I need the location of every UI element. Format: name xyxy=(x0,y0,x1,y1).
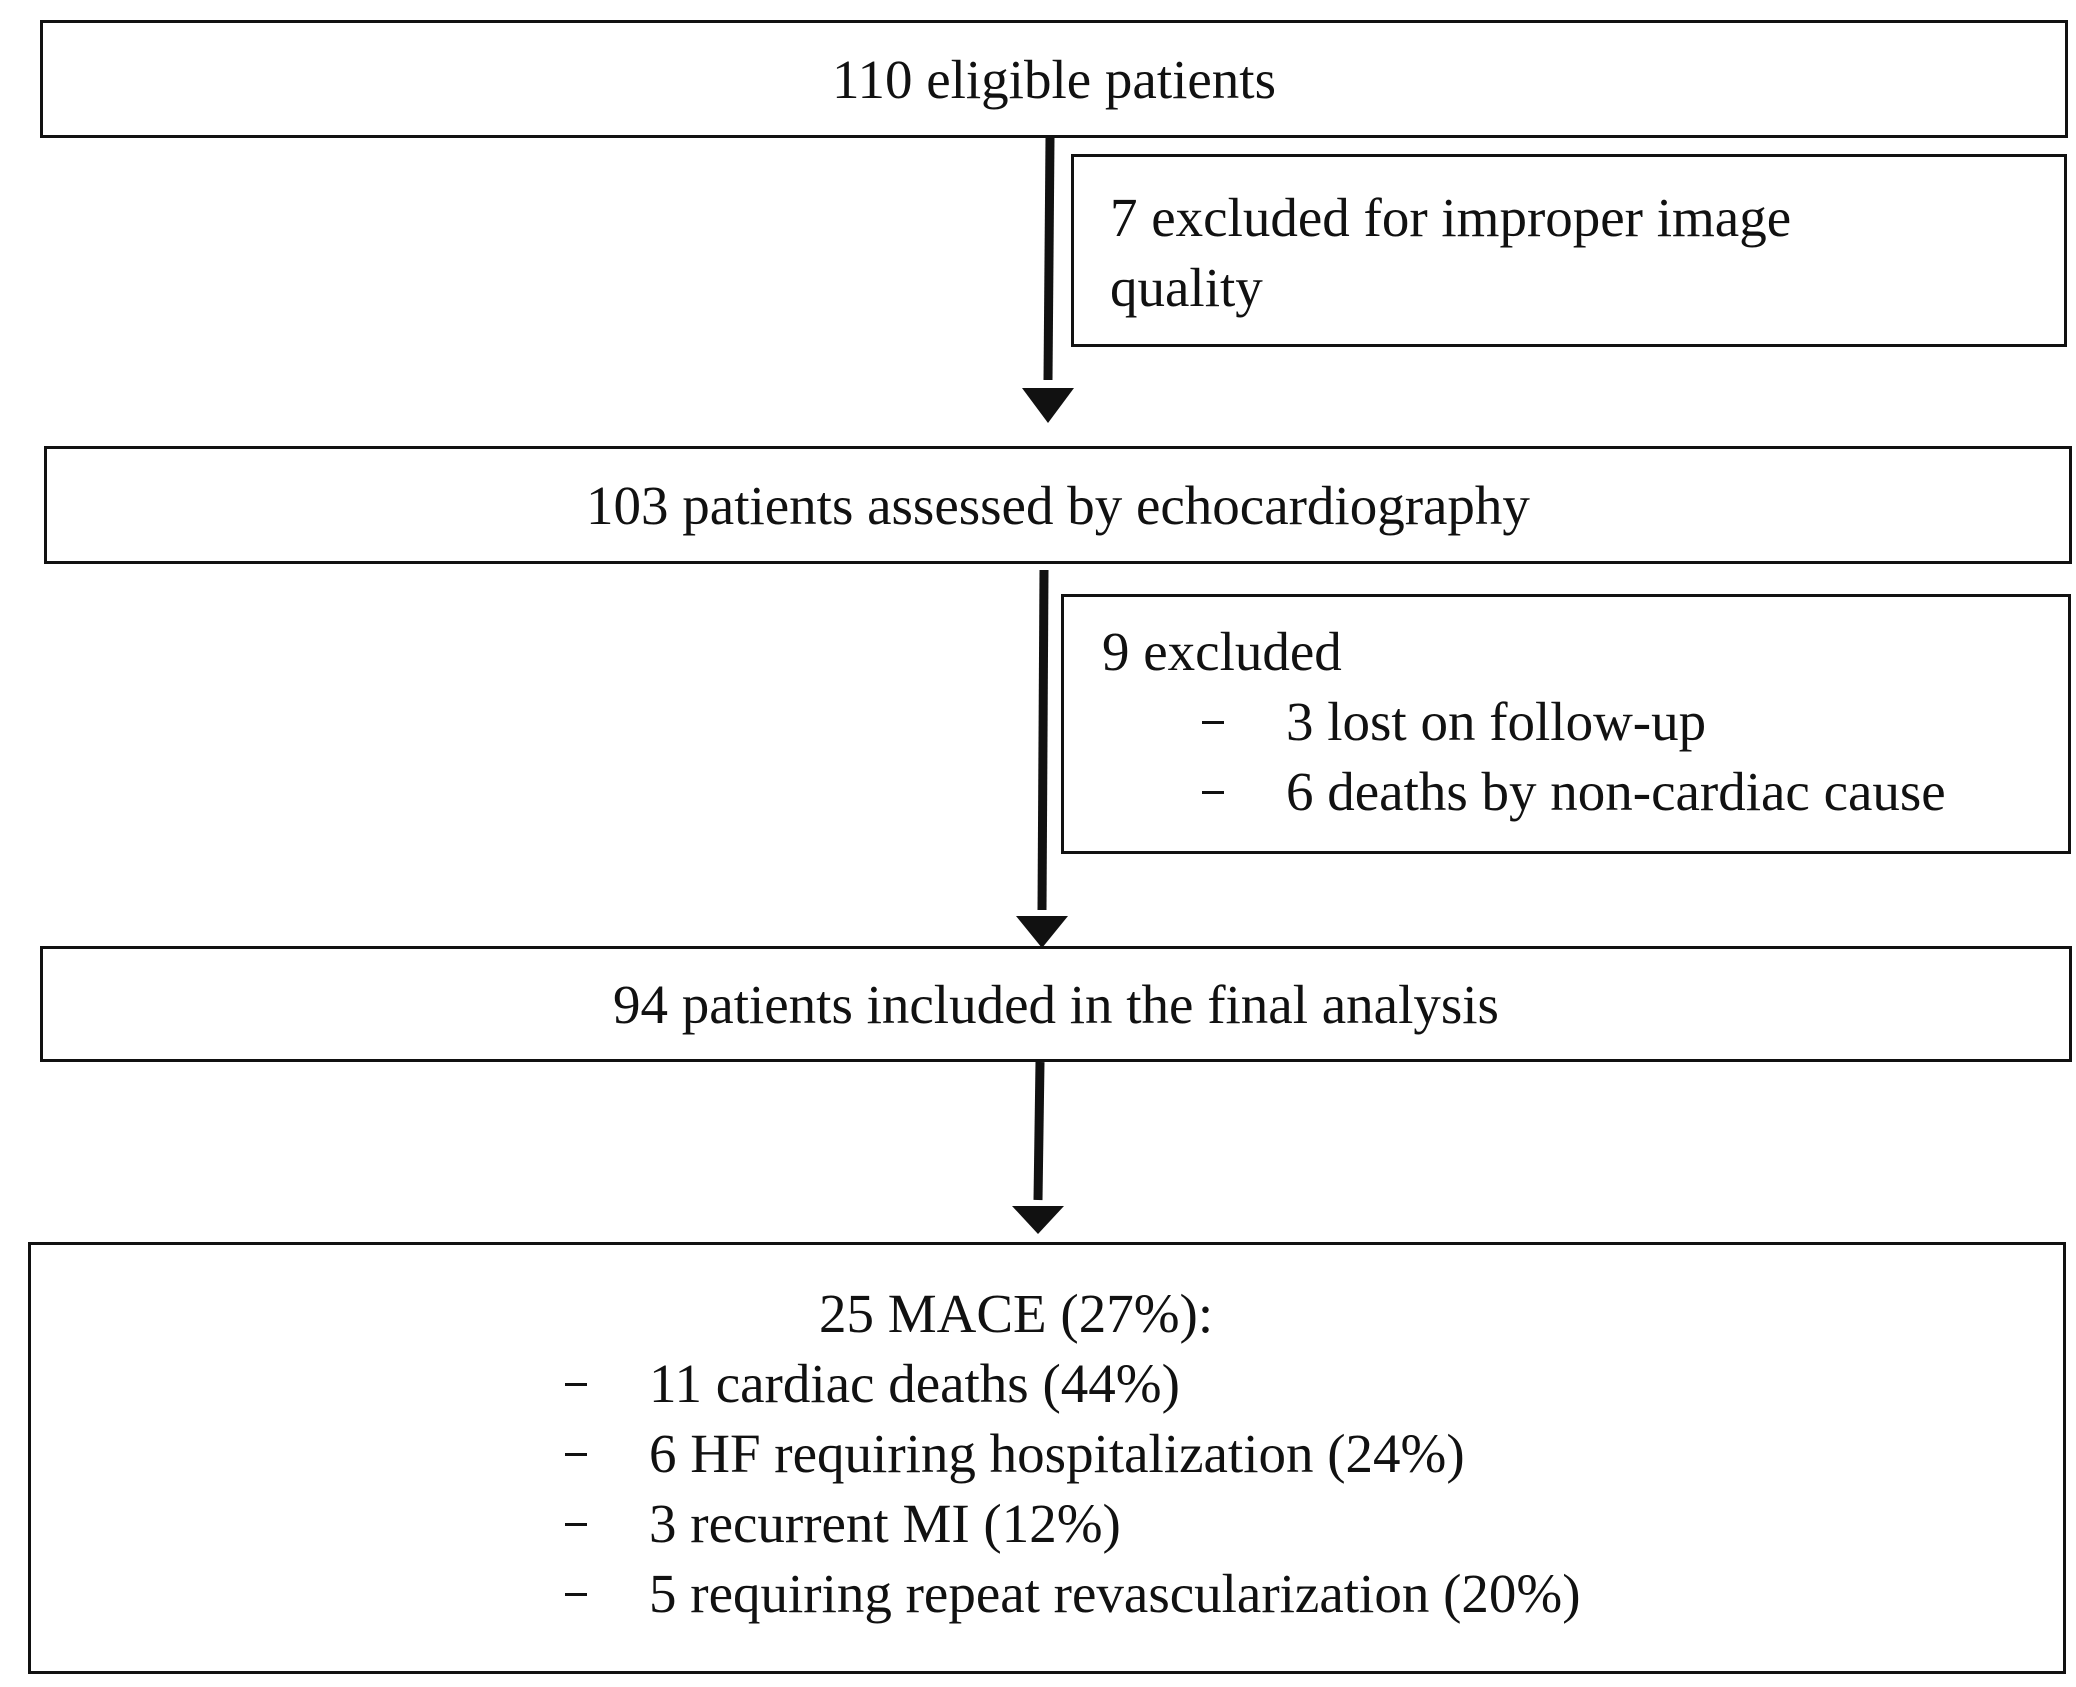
exclusion-list-item: 6 deaths by non-cardiac cause xyxy=(1102,757,2048,827)
mace-list-item: 3 recurrent MI (12%) xyxy=(31,1489,2063,1559)
followup-exclusion-title: 9 excluded xyxy=(1102,621,1342,682)
arrowhead-1 xyxy=(1022,388,1074,423)
mace-title: 25 MACE (27%): xyxy=(819,1283,1214,1344)
mace-list-item: 5 requiring repeat revascularization (20… xyxy=(31,1559,2063,1629)
dash-icon xyxy=(565,1382,587,1386)
included-patients-box: 94 patients included in the final analys… xyxy=(40,946,2072,1062)
dash-icon xyxy=(1202,790,1224,794)
exclusion-item-text: 3 lost on follow-up xyxy=(1286,691,1707,752)
dash-icon xyxy=(565,1452,587,1456)
dash-icon xyxy=(565,1522,587,1526)
mace-item-text: 5 requiring repeat revascularization (20… xyxy=(649,1563,1581,1624)
assessed-patients-box: 103 patients assessed by echocardiograph… xyxy=(44,446,2072,564)
arrowhead-3 xyxy=(1012,1206,1064,1234)
dash-icon xyxy=(565,1592,587,1596)
followup-exclusion-box: 9 excluded 3 lost on follow-up 6 deaths … xyxy=(1061,594,2071,854)
image-quality-exclusion-box: 7 excluded for improper image quality xyxy=(1071,154,2067,347)
mace-list-item: 6 HF requiring hospitalization (24%) xyxy=(31,1419,2063,1489)
mace-list-item: 11 cardiac deaths (44%) xyxy=(31,1349,2063,1419)
assessed-patients-text: 103 patients assessed by echocardiograph… xyxy=(586,474,1530,536)
arrowhead-2 xyxy=(1016,916,1068,948)
eligible-patients-box: 110 eligible patients xyxy=(40,20,2068,138)
mace-item-text: 6 HF requiring hospitalization (24%) xyxy=(649,1423,1465,1484)
mace-item-text: 3 recurrent MI (12%) xyxy=(649,1493,1121,1554)
exclusion-item-text: 6 deaths by non-cardiac cause xyxy=(1286,761,1946,822)
mace-outcomes-box: 25 MACE (27%): 11 cardiac deaths (44%) 6… xyxy=(28,1242,2066,1674)
dash-icon xyxy=(1202,720,1224,724)
exclusion-list-item: 3 lost on follow-up xyxy=(1102,687,2048,757)
eligible-patients-text: 110 eligible patients xyxy=(832,48,1276,110)
included-patients-text: 94 patients included in the final analys… xyxy=(613,973,1499,1035)
arrow-shaft-2 xyxy=(1037,569,1049,911)
mace-item-text: 11 cardiac deaths (44%) xyxy=(649,1353,1180,1414)
arrow-shaft-1 xyxy=(1043,137,1055,381)
image-quality-exclusion-text: 7 excluded for improper image quality xyxy=(1110,187,1792,318)
arrow-shaft-3 xyxy=(1033,1061,1045,1201)
